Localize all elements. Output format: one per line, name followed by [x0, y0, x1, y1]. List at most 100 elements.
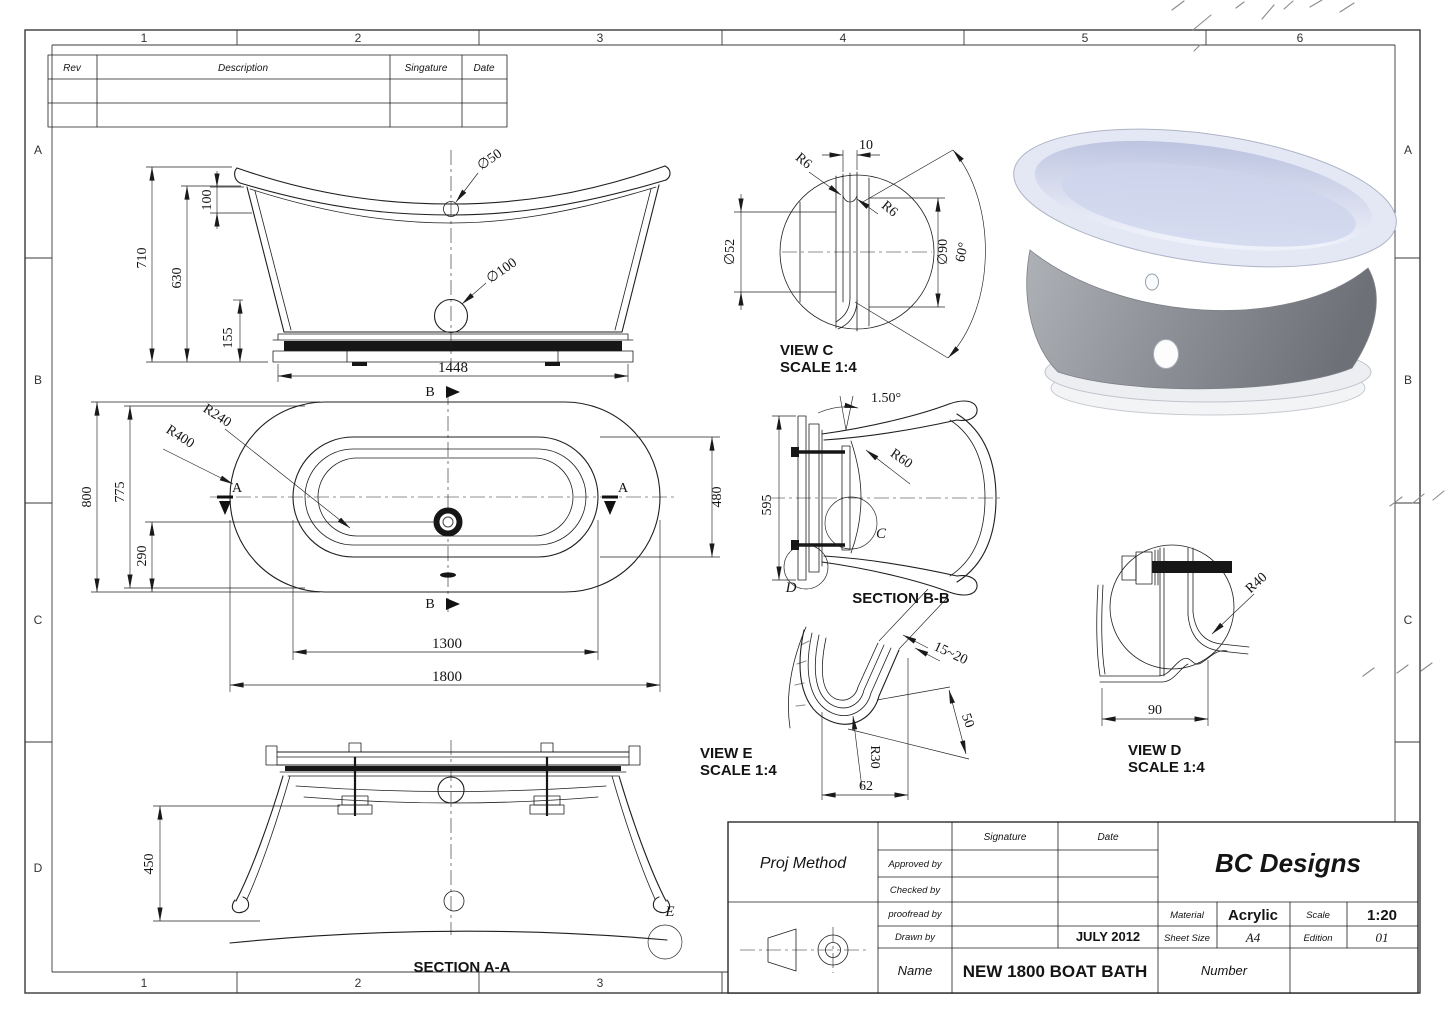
viewd-scale: SCALE 1:4	[1128, 759, 1205, 776]
render-overflow-hole	[1145, 273, 1159, 291]
viewe-title: VIEW E	[700, 745, 753, 762]
revision-header-rev: Rev	[63, 63, 82, 74]
border-row-d: D	[34, 861, 43, 875]
sectionbb-title: SECTION B-B	[852, 590, 950, 607]
plan-dim-1300: 1300	[432, 636, 462, 652]
viewc-dim-r6b: R6	[878, 198, 900, 220]
viewc-title: VIEW C	[780, 342, 834, 359]
viewc-dim-r6a: R6	[792, 150, 814, 172]
viewd-dim-r40: R40	[1243, 570, 1270, 597]
titleblock-material-label: Material	[1170, 910, 1205, 921]
front-elevation-view: ∅50 ∅100 710 630 100 155 1448	[135, 146, 671, 382]
border-row-a: A	[34, 143, 42, 157]
render-drain-hole	[1153, 339, 1179, 369]
viewe-dim-50: 50	[958, 712, 977, 730]
front-dim-hole-top: ∅50	[475, 146, 505, 173]
render-3d	[1013, 128, 1397, 416]
sectionbb-detail-c: C	[876, 526, 887, 542]
border-row-c-right: C	[1404, 613, 1413, 627]
plan-dim-290: 290	[135, 546, 150, 567]
border-col-2: 2	[355, 31, 362, 45]
viewc-dim-90: ∅90	[936, 239, 951, 265]
front-dim-1448: 1448	[438, 360, 468, 376]
titleblock-number-label: Number	[1201, 963, 1248, 978]
titleblock-name-value: NEW 1800 BOAT BATH	[963, 962, 1148, 981]
border-col-1: 1	[141, 31, 148, 45]
titleblock-edition-value: 01	[1376, 930, 1389, 945]
viewd-title: VIEW D	[1128, 742, 1182, 759]
section-bb: 1.50° R60 595 C D SECTION B-B	[760, 391, 1002, 607]
front-dim-100: 100	[200, 190, 215, 211]
titleblock-checked-label: Checked by	[890, 885, 941, 896]
sectionaa-detail-e: E	[664, 904, 674, 920]
plan-dim-r400: R400	[163, 423, 197, 452]
view-e: 15~20 50 R30 62 VIEW E SCALE 1:4	[700, 588, 977, 800]
section-aa: 450 E SECTION A-A	[142, 740, 683, 976]
front-dim-630: 630	[170, 268, 185, 289]
border-col-5: 5	[1082, 31, 1089, 45]
viewc-dim-10: 10	[859, 138, 873, 153]
view-c: 10 R6 R6 ∅52 ∅90 60° VIEW C SCALE 1:4	[723, 138, 986, 376]
titleblock-date-header: Date	[1097, 832, 1119, 843]
border-row-a-right: A	[1404, 143, 1412, 157]
titleblock-drawn-label: Drawn by	[895, 932, 936, 943]
plan-dim-800: 800	[80, 487, 95, 508]
border-row-b: B	[34, 373, 42, 387]
border-col-2b: 2	[355, 976, 362, 990]
titleblock-name-label: Name	[898, 963, 933, 978]
plan-view: A A B B R240 R400 800 775 290 480 1300 1…	[80, 385, 725, 692]
viewc-scale: SCALE 1:4	[780, 359, 857, 376]
scratch-marks	[1171, 0, 1445, 677]
titleblock-scale-label: Scale	[1306, 910, 1330, 921]
border-col-6: 6	[1297, 31, 1304, 45]
titleblock-signature-header: Signature	[984, 832, 1027, 843]
plan-section-b-bottom: B	[425, 597, 434, 612]
titleblock-sheetsize-label: Sheet Size	[1164, 933, 1210, 944]
plan-section-a-left: A	[232, 481, 243, 496]
border-col-4: 4	[840, 31, 847, 45]
titleblock-sheetsize-value: A4	[1245, 930, 1261, 945]
border-col-3: 3	[597, 31, 604, 45]
border-row-b-right: B	[1404, 373, 1412, 387]
front-dim-155: 155	[221, 328, 236, 349]
titleblock-material-value: Acrylic	[1228, 907, 1278, 924]
sectionbb-dim-r60: R60	[887, 446, 915, 472]
titleblock-company: BC Designs	[1215, 848, 1361, 878]
titleblock-approved-label: Approved by	[887, 859, 943, 870]
viewc-dim-60: 60°	[953, 241, 972, 263]
title-block: Proj Method Signature Date Approved by C…	[727, 821, 1419, 994]
border-col-3b: 3	[597, 976, 604, 990]
view-d: R40 90 VIEW D SCALE 1:4	[1096, 544, 1270, 776]
sectionbb-dim-595: 595	[760, 495, 775, 516]
render-tub-body	[1026, 249, 1377, 390]
viewe-dim-gap: 15~20	[931, 640, 970, 669]
sectionaa-dim-450: 450	[142, 854, 157, 875]
render-tub-rim	[1013, 128, 1397, 268]
front-dim-hole-bottom: ∅100	[484, 255, 520, 286]
titleblock-scale-value: 1:20	[1367, 907, 1397, 924]
plan-dim-1800: 1800	[432, 669, 462, 685]
viewe-dim-r30: R30	[867, 745, 882, 768]
sectionbb-dim-angle: 1.50°	[871, 391, 901, 406]
plan-section-a-right: A	[618, 481, 629, 496]
viewe-dim-62: 62	[859, 779, 873, 794]
sectionbb-detail-d: D	[785, 580, 797, 596]
revision-header-description: Description	[218, 63, 268, 74]
plan-dim-775: 775	[113, 482, 128, 503]
titleblock-edition-label: Edition	[1303, 933, 1332, 944]
viewc-dim-52: ∅52	[723, 239, 738, 265]
revision-header-date: Date	[473, 63, 495, 74]
revision-table: Rev Description Singature Date	[47, 54, 508, 128]
sheet-border: 1 2 3 4 5 6 1 2 3 A B C D A B C	[24, 29, 1421, 994]
plan-dim-480: 480	[710, 487, 725, 508]
front-dim-710: 710	[135, 248, 150, 269]
titleblock-drawn-date: JULY 2012	[1076, 929, 1140, 944]
titleblock-proofread-label: proofread by	[887, 909, 943, 920]
sectionaa-title: SECTION A-A	[414, 959, 511, 976]
plan-section-b-top: B	[425, 385, 434, 400]
border-col-1b: 1	[141, 976, 148, 990]
titleblock-proj-method: Proj Method	[760, 855, 847, 872]
projection-symbol-icon	[740, 927, 868, 973]
